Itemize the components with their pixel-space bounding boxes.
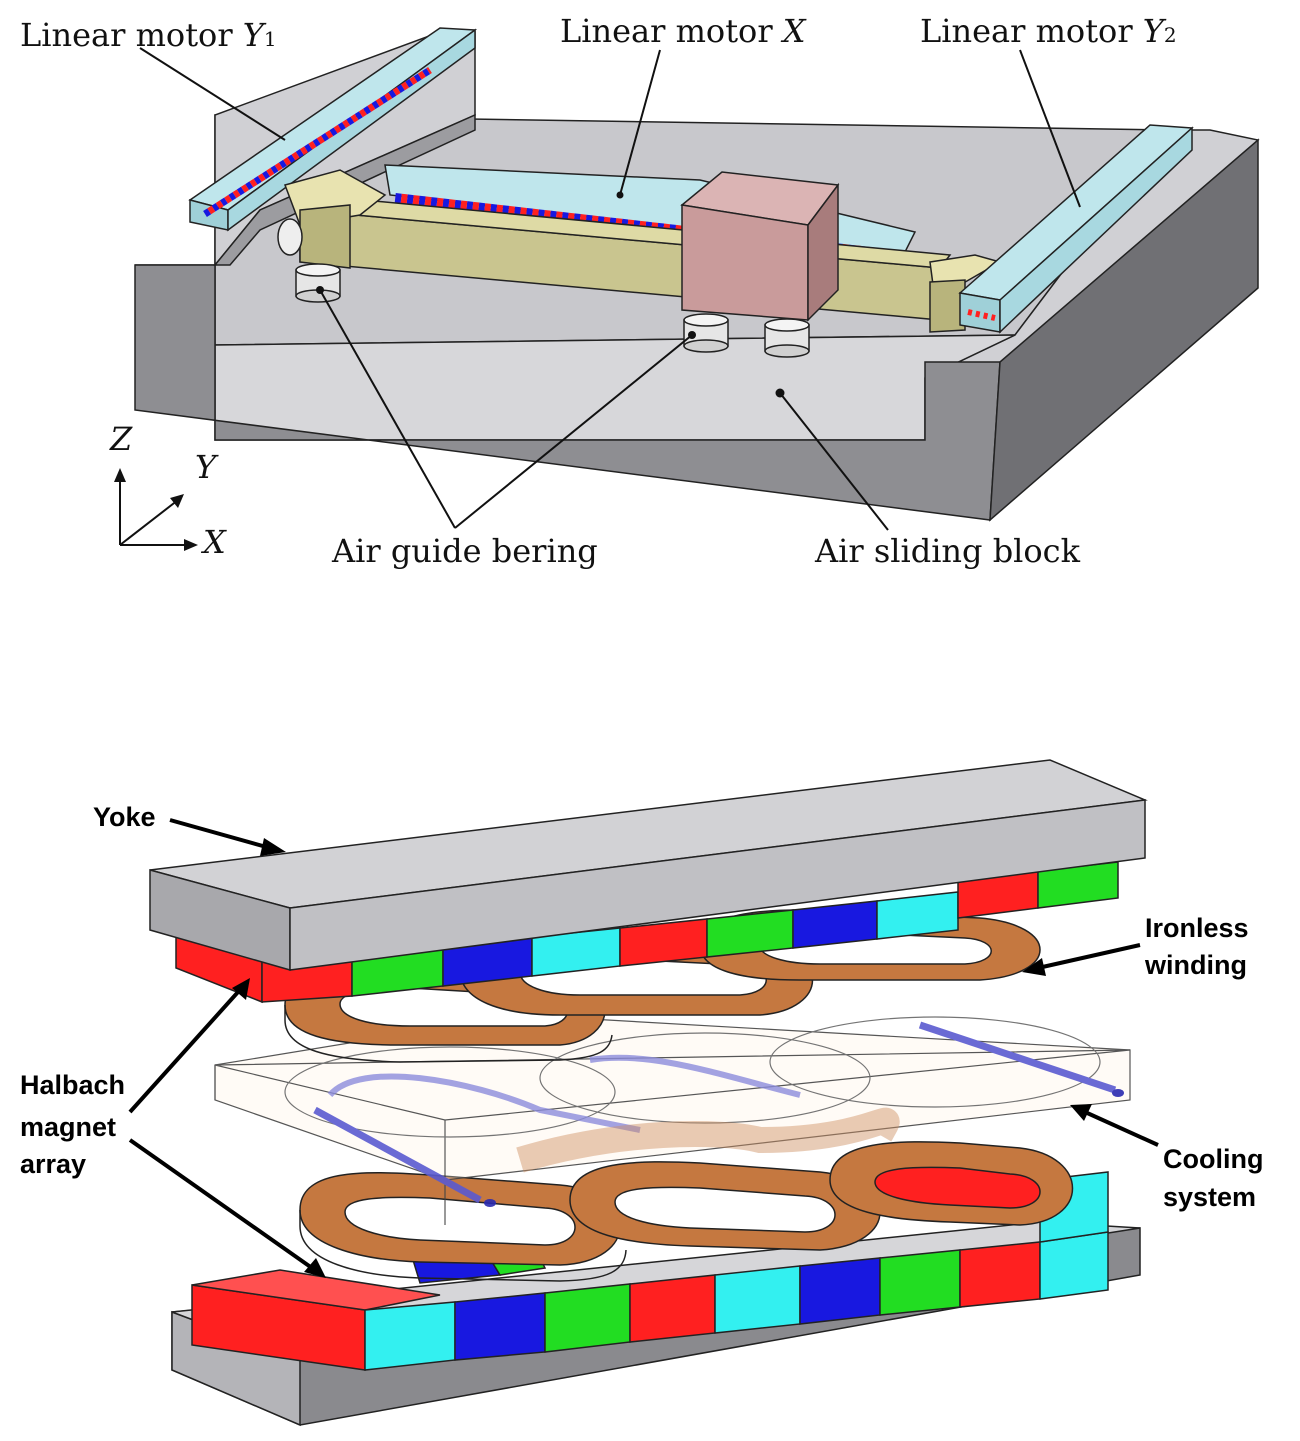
label-ironless-winding-line1: Ironless [1145, 913, 1249, 943]
axis-y-label: Y [195, 448, 219, 486]
ironless-motor-diagram: Yoke Ironless winding Halbach magnet arr… [20, 759, 1263, 1427]
x-slider [680, 171, 840, 322]
label-linear-motor-y2: Linear motor Y2 [920, 12, 1177, 50]
top-labels: Linear motor Y1 Linear motor X Linear mo… [20, 12, 1177, 570]
upper-yoke [149, 759, 1148, 971]
top-leader-lines [139, 47, 1081, 531]
label-ironless-winding-line2: winding [1144, 950, 1247, 980]
cooling-pipe-2 [918, 1021, 1117, 1094]
xy-stage-diagram: Z Y X Linear motor Y1 Linear motor X Lin… [20, 12, 1260, 570]
air-bearing-right [764, 318, 810, 358]
air-bearing-left [277, 218, 341, 303]
linear-motor-y2 [958, 124, 1194, 334]
label-air-guide-bearing: Air guide bering [331, 532, 598, 570]
air-bearings [277, 218, 810, 358]
label-halbach-line2: magnet [20, 1112, 116, 1142]
axis-triad: Z Y X [109, 420, 227, 561]
label-linear-motor-y1: Linear motor Y1 [20, 16, 277, 54]
lower-coil-3 [829, 1141, 1074, 1226]
y1-magnets [203, 67, 432, 217]
label-cooling-line1: Cooling [1163, 1144, 1263, 1174]
label-linear-motor-x: Linear motor X [560, 12, 807, 50]
label-air-sliding-block: Air sliding block [814, 532, 1081, 570]
axis-z-label: Z [109, 420, 133, 458]
label-halbach-line1: Halbach [20, 1070, 125, 1100]
lower-coils [299, 1141, 1074, 1282]
label-cooling-line2: system [1163, 1182, 1256, 1212]
lower-coil-1 [299, 1172, 627, 1282]
axis-x-label: X [200, 523, 227, 561]
bottom-labels: Yoke Ironless winding Halbach magnet arr… [20, 802, 1263, 1212]
cooling-pipe-1 [313, 1106, 482, 1204]
linear-motor-y1 [188, 27, 478, 232]
bottom-arrows [128, 818, 1159, 1278]
label-yoke: Yoke [93, 802, 156, 832]
cooling-system [214, 1014, 1131, 1225]
label-halbach-line3: array [20, 1149, 86, 1179]
air-bearing-mid [683, 313, 729, 353]
lower-coil-2 [569, 1161, 881, 1251]
